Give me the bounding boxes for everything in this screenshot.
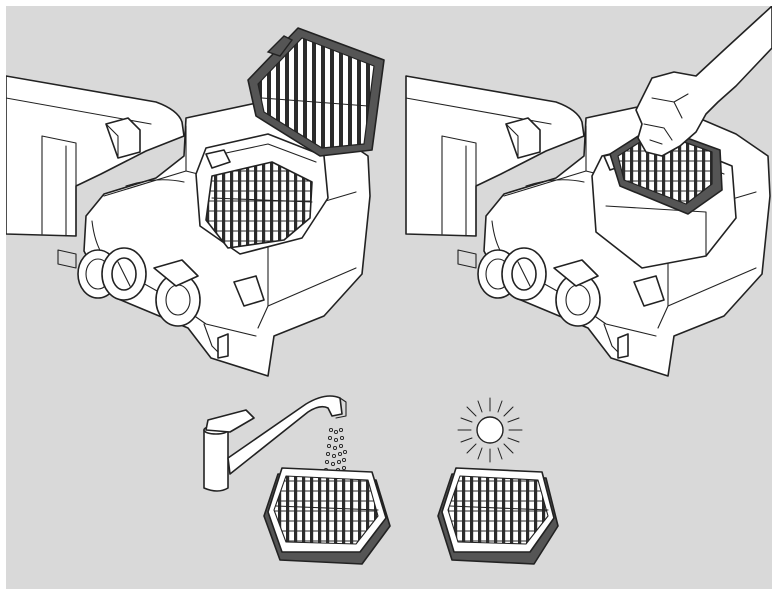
hand-icon <box>635 6 772 157</box>
removed-filter <box>247 27 385 157</box>
sun-icon <box>457 397 523 463</box>
filter-icon-rinse <box>263 467 391 565</box>
illustration-panel <box>6 6 772 589</box>
filter-icon <box>205 161 313 249</box>
illustration-canvas <box>6 6 772 589</box>
step-dry-filter <box>437 397 559 565</box>
step-rinse-filter <box>203 395 391 565</box>
filter-icon-dry <box>437 467 559 565</box>
step-insert-filter <box>405 6 772 377</box>
faucet-icon <box>203 395 347 492</box>
step-remove-filter <box>6 27 385 377</box>
held-filter <box>609 125 723 215</box>
